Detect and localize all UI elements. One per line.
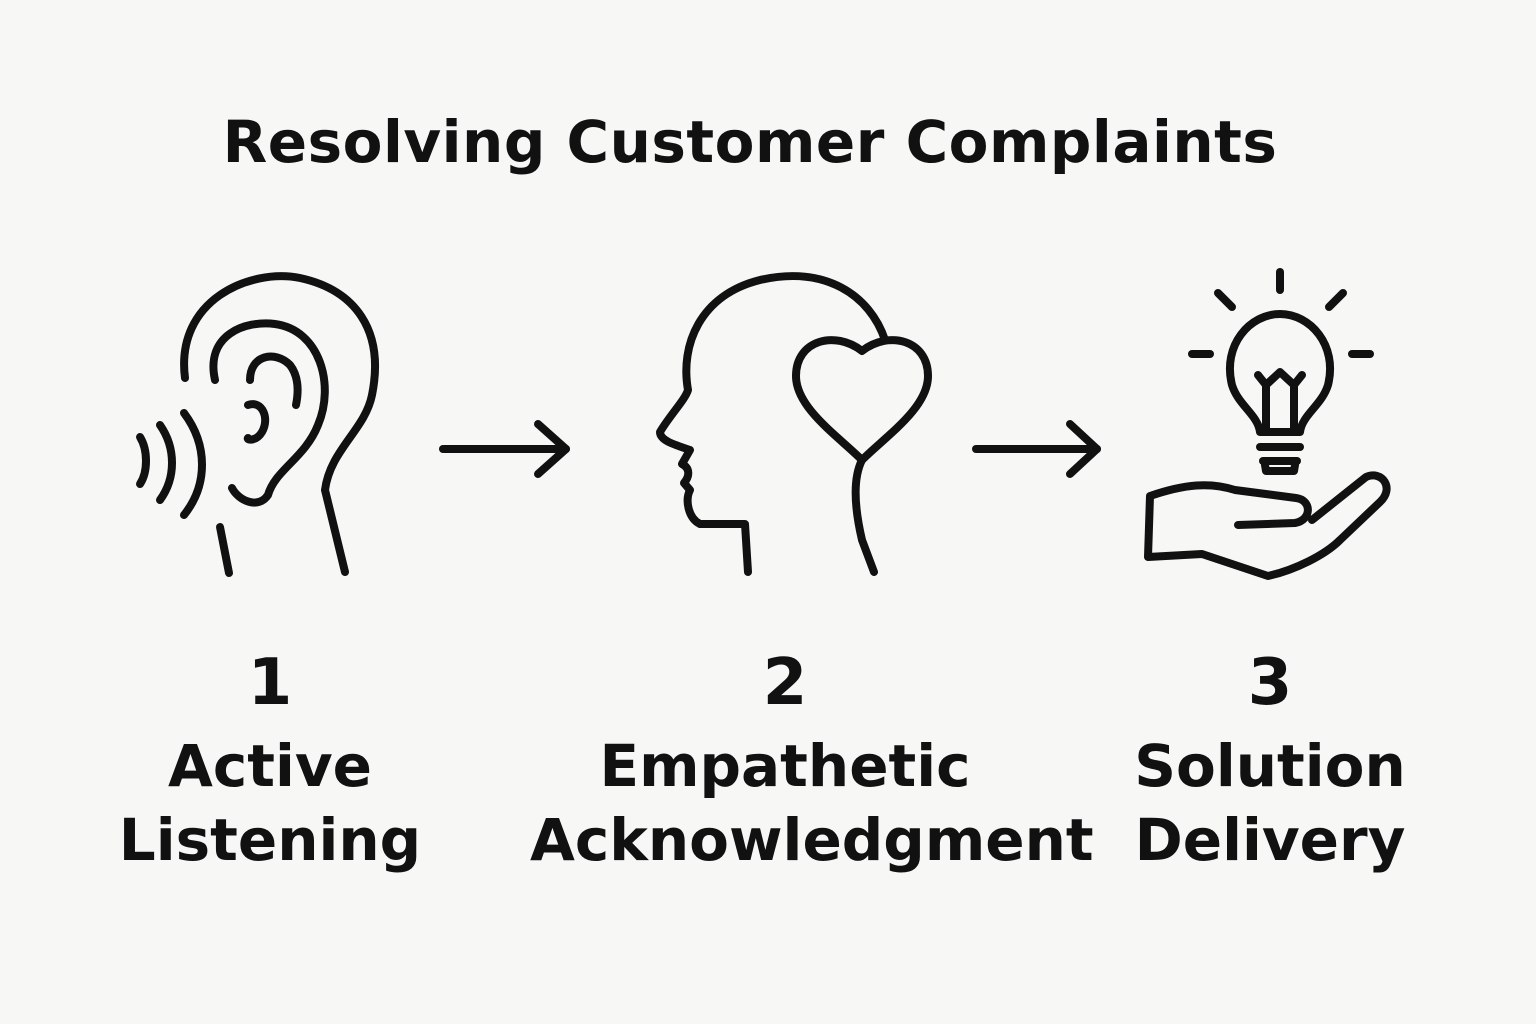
step-label-line-2: Listening — [118, 806, 422, 874]
step-2: 2 Empathetic Acknowledgment — [530, 645, 1094, 877]
hand-lightbulb-icon — [1144, 268, 1391, 580]
step-label-line-1: Active — [167, 732, 373, 800]
listening-ear-icon — [136, 272, 379, 577]
step-label-line-2: Delivery — [1134, 806, 1406, 874]
step-label-line-1: Solution — [1134, 732, 1406, 800]
head-heart-icon — [656, 272, 932, 576]
step-1: 1 Active Listening — [100, 645, 440, 877]
arrow-right-icon — [439, 420, 570, 478]
step-label-line-2: Acknowledgment — [530, 806, 1094, 874]
step-label-line-1: Empathetic — [599, 732, 971, 800]
step-number: 1 — [247, 646, 293, 720]
step-number: 3 — [1247, 646, 1293, 720]
diagram-title: Resolving Customer Complaints — [222, 108, 1278, 176]
step-number: 2 — [762, 646, 808, 720]
arrow-right-icon — [972, 420, 1101, 478]
step-3: 3 Solution Delivery — [1110, 645, 1430, 877]
